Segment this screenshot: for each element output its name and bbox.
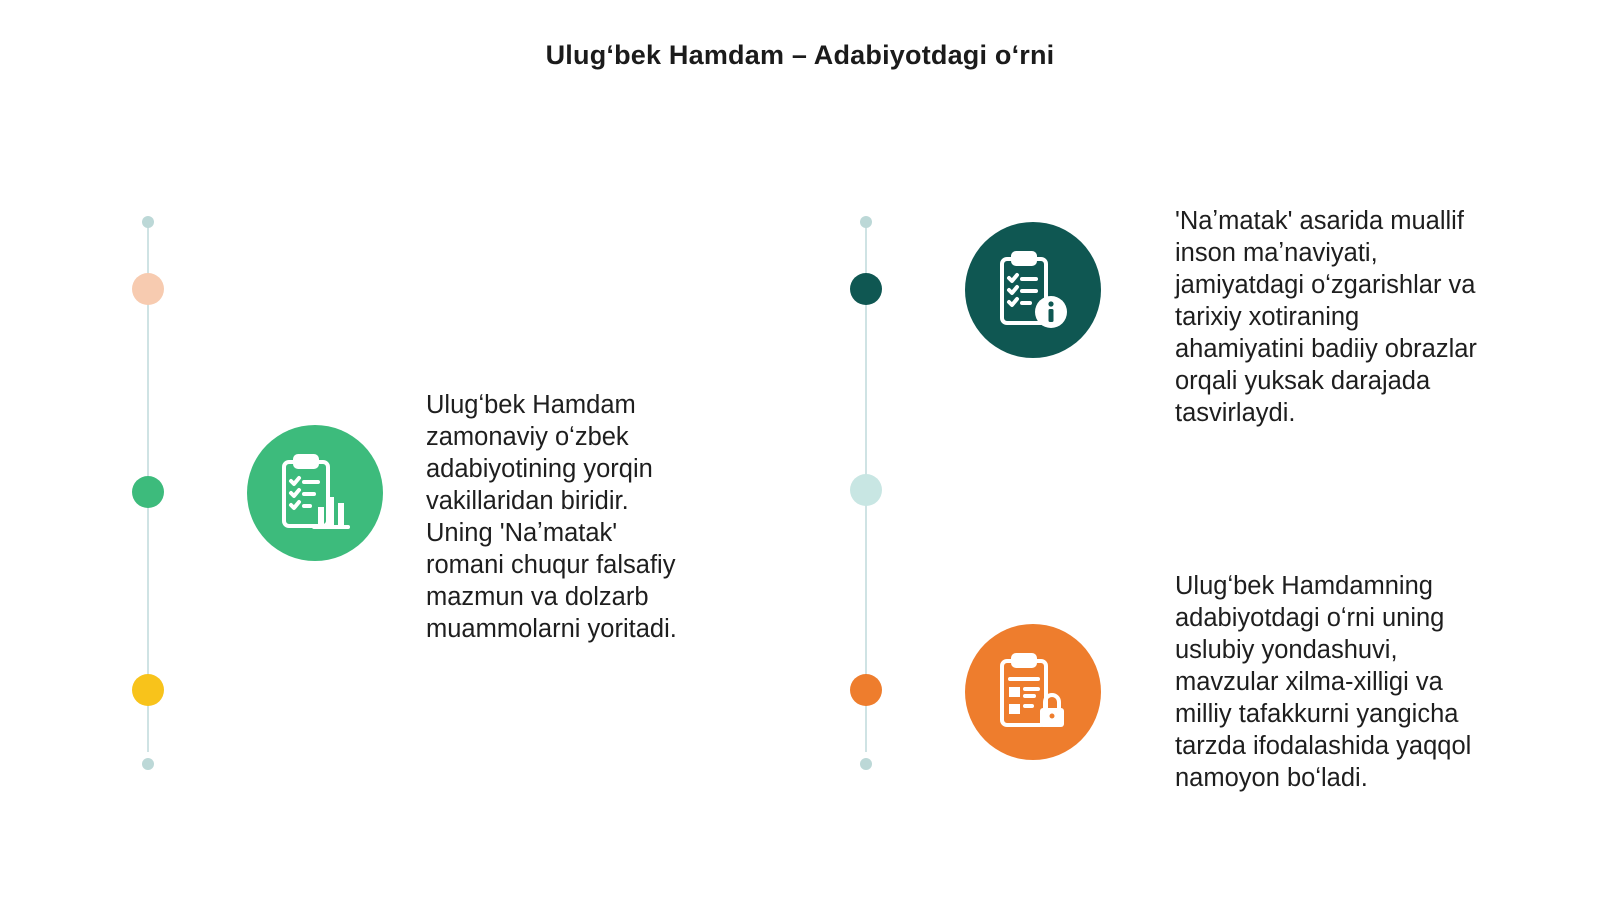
left-timeline-node-yellow: [132, 674, 164, 706]
item-2-text: 'Naʼmatak' asarida muallif inson maʼnavi…: [1175, 207, 1477, 427]
left-timeline-top-end: [142, 216, 154, 228]
clipboard-info-icon: [965, 222, 1101, 358]
left-timeline-bottom-end: [142, 758, 154, 770]
right-timeline-bottom-end: [860, 758, 872, 770]
page-title: Ulugʻbek Hamdam – Adabiyotdagi oʻrni: [545, 40, 1055, 70]
right-timeline-node-orange: [850, 674, 882, 706]
right-timeline-node-dark-teal: [850, 273, 882, 305]
right-timeline-top-end: [860, 216, 872, 228]
clipboard-chart-icon: [247, 425, 383, 561]
item-1-text: Ulugʻbek Hamdam zamonaviy oʻzbek adabiyo…: [426, 391, 677, 643]
right-timeline-node-light-teal: [850, 474, 882, 506]
clipboard-lock-icon: [965, 624, 1101, 760]
item-3-text: Ulugʻbek Hamdamning adabiyotdagi oʻrni u…: [1175, 572, 1472, 792]
left-timeline-node-peach: [132, 273, 164, 305]
left-timeline-node-green: [132, 476, 164, 508]
